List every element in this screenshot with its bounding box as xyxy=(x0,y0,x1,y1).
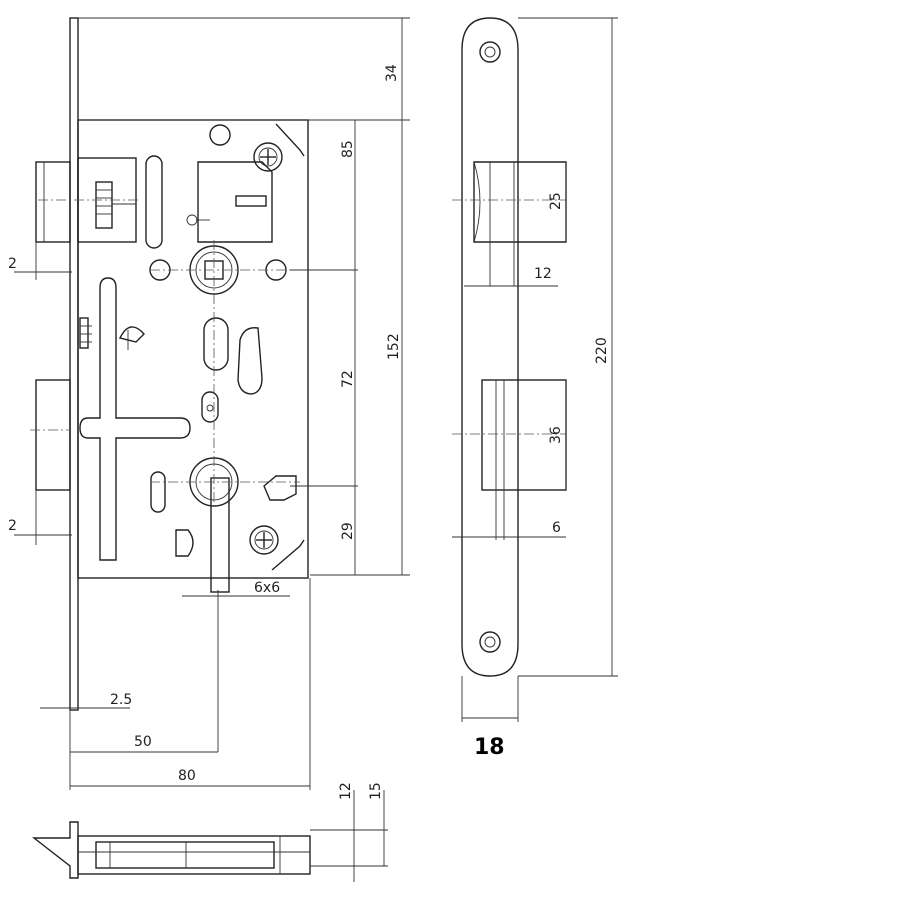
dead-bolt xyxy=(30,379,71,491)
dim-50: 50 xyxy=(134,734,152,750)
cylinder-slots xyxy=(201,317,263,423)
latch-bolt xyxy=(35,155,163,249)
dimension-labels: 34 85 152 72 29 6x6 2 2 2.5 50 80 xyxy=(8,64,402,784)
dim-85: 85 xyxy=(340,140,356,158)
dim-72: 72 xyxy=(340,370,356,388)
dim-220: 220 xyxy=(594,337,610,364)
dim-152: 152 xyxy=(386,333,402,360)
screw-top-icon xyxy=(253,123,305,172)
dim-25: 25 xyxy=(548,192,564,210)
dim-34: 34 xyxy=(384,64,400,82)
dim-2-bottom: 2 xyxy=(8,518,17,534)
dim-12-side: 12 xyxy=(338,782,354,800)
dim-36: 36 xyxy=(548,426,564,444)
dim-12-plate: 12 xyxy=(534,266,552,282)
dim-2-top: 2 xyxy=(8,256,17,272)
dim-6x6: 6x6 xyxy=(254,580,280,596)
follower-block xyxy=(186,161,273,243)
screw-bottom-icon xyxy=(249,525,305,571)
faceplate-view: 25 12 36 6 220 18 xyxy=(452,17,618,760)
dim-29: 29 xyxy=(340,522,356,540)
fixing-hole-top xyxy=(209,124,231,146)
lever-cross xyxy=(79,277,191,561)
dim-15-side: 15 xyxy=(368,782,384,800)
dim-18-label: 18 xyxy=(474,735,505,760)
lock-body-front-view xyxy=(30,17,309,711)
dim-80: 80 xyxy=(178,768,196,784)
detent-parts xyxy=(79,317,145,350)
dim-2-5: 2.5 xyxy=(110,692,132,708)
lower-hub xyxy=(150,457,297,593)
dimension-lines xyxy=(14,17,410,790)
lock-side-view: 12 15 xyxy=(31,782,388,882)
dim-6: 6 xyxy=(552,520,561,536)
faceplate-strip xyxy=(69,17,79,711)
